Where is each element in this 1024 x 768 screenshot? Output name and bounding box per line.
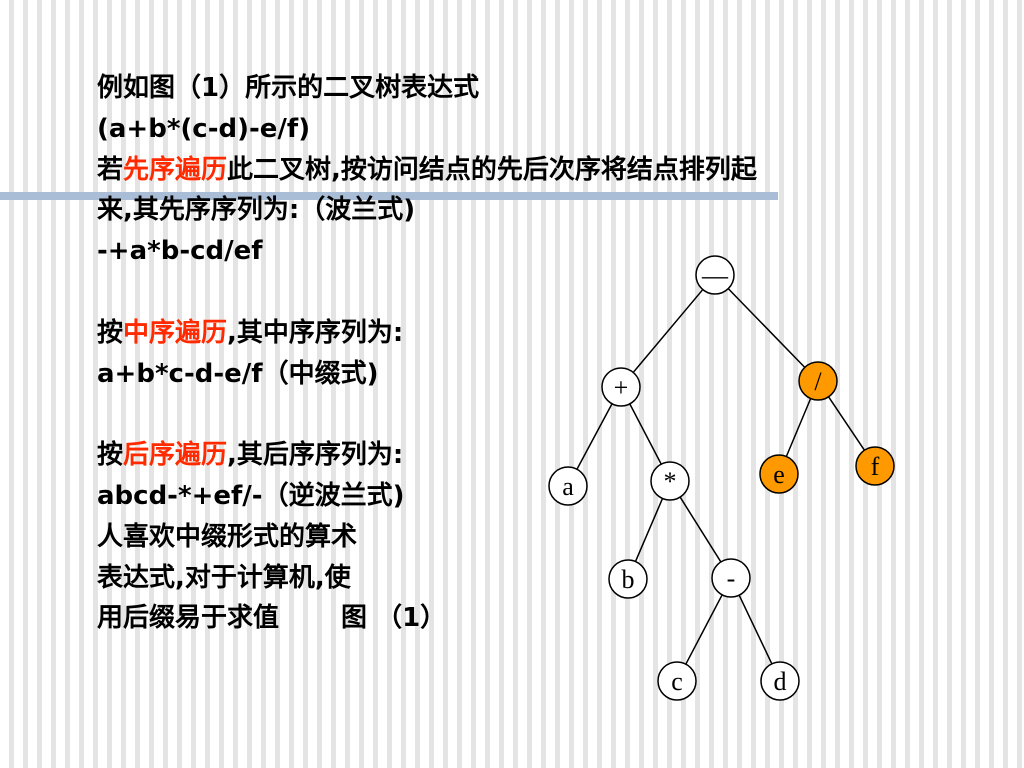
tree-node-circle xyxy=(798,361,838,401)
tree-node-label: - xyxy=(727,564,736,593)
tree-node-plus: + xyxy=(601,367,641,407)
tree-edge-div-e xyxy=(785,398,812,457)
postorder-sequence: abcd-*+ef/-（逆波兰式) xyxy=(97,480,405,511)
tree-edge-plus-mul xyxy=(629,403,662,465)
inorder-sequence: a+b*c-d-e/f（中缀式) xyxy=(97,358,379,389)
text-line-6-suffix: ,其中序序列为: xyxy=(227,317,404,348)
accent-bar xyxy=(0,192,778,200)
tree-node-sub: - xyxy=(711,558,751,598)
tree-node-f: f xyxy=(855,446,895,486)
tree-edge-plus-a xyxy=(576,403,613,470)
tree-edge-mul-sub xyxy=(679,496,722,563)
tree-node-label: d xyxy=(774,667,787,696)
text-line-8: 按后序遍历,其后序序列为: xyxy=(97,435,997,476)
tree-node-label: e xyxy=(773,460,785,489)
inorder-keyword: 中序遍历 xyxy=(123,317,228,348)
tree-node-label: a xyxy=(562,472,574,501)
text-line-2: (a+b*(c-d)-e/f) xyxy=(97,113,311,144)
text-line-4: 来,其先序序列为:（波兰式) xyxy=(97,195,416,226)
preorder-sequence: -+a*b-cd/ef xyxy=(97,236,263,267)
tree-node-circle xyxy=(650,461,690,501)
tree-edge-minus-div xyxy=(727,288,806,368)
explanation-text: 例如图（1）所示的二叉树表达式 (a+b*(c-d)-e/f) 若先序遍历此二叉… xyxy=(97,68,997,639)
text-line-8-prefix: 按 xyxy=(97,440,124,471)
tree-node-a: a xyxy=(548,466,588,506)
text-line-3-suffix: 此二叉树,按访问结点的先后次序将结点排列起 xyxy=(227,154,757,185)
text-line-12-main: 用后缀易于求值 xyxy=(97,603,280,634)
text-line-6: 按中序遍历,其中序序列为: xyxy=(97,313,997,354)
tree-node-label: f xyxy=(871,452,880,481)
preorder-keyword: 先序遍历 xyxy=(123,154,228,185)
tree-node-label: / xyxy=(814,367,822,396)
tree-node-b: b xyxy=(608,559,648,599)
text-line-8-suffix: ,其后序序列为: xyxy=(227,440,404,471)
tree-edges xyxy=(576,288,866,665)
tree-node-circle xyxy=(760,661,800,701)
tree-node-circle xyxy=(711,558,751,598)
text-line-3: 若先序遍历此二叉树,按访问结点的先后次序将结点排列起 xyxy=(97,150,997,191)
tree-node-label: b xyxy=(622,565,635,594)
tree-edge-mul-b xyxy=(634,498,664,562)
tree-edge-sub-c xyxy=(685,594,723,665)
tree-node-circle xyxy=(608,559,648,599)
tree-node-label: — xyxy=(701,261,729,290)
tree-nodes: — + / a * e f b - c d xyxy=(548,255,895,701)
tree-edge-minus-plus xyxy=(632,289,704,373)
tree-node-c: c xyxy=(657,661,697,701)
tree-node-circle xyxy=(601,367,641,407)
tree-node-label: c xyxy=(671,667,683,696)
tree-node-circle xyxy=(695,255,735,295)
text-line-10: 人喜欢中缀形式的算术 xyxy=(97,521,358,552)
text-line-11: 表达式,对于计算机,使 xyxy=(97,562,351,593)
postorder-keyword: 后序遍历 xyxy=(123,440,228,471)
figure-caption: 图 （1） xyxy=(341,603,447,634)
tree-node-div: / xyxy=(798,361,838,401)
tree-node-label: * xyxy=(664,467,677,496)
tree-node-mul: * xyxy=(650,461,690,501)
tree-edge-div-f xyxy=(827,396,866,451)
tree-node-label: + xyxy=(614,373,629,402)
tree-edge-sub-d xyxy=(738,594,773,665)
tree-node-e: e xyxy=(759,454,799,494)
tree-node-circle xyxy=(657,661,697,701)
tree-node-circle xyxy=(759,454,799,494)
tree-node-d: d xyxy=(760,661,800,701)
text-line-3-prefix: 若 xyxy=(97,154,124,185)
text-line-6-prefix: 按 xyxy=(97,317,124,348)
text-line-12: 用后缀易于求值 图 （1） xyxy=(97,598,997,639)
tree-node-minus: — xyxy=(695,255,735,295)
tree-node-circle xyxy=(548,466,588,506)
text-line-1: 例如图（1）所示的二叉树表达式 xyxy=(97,73,480,103)
tree-node-circle xyxy=(855,446,895,486)
